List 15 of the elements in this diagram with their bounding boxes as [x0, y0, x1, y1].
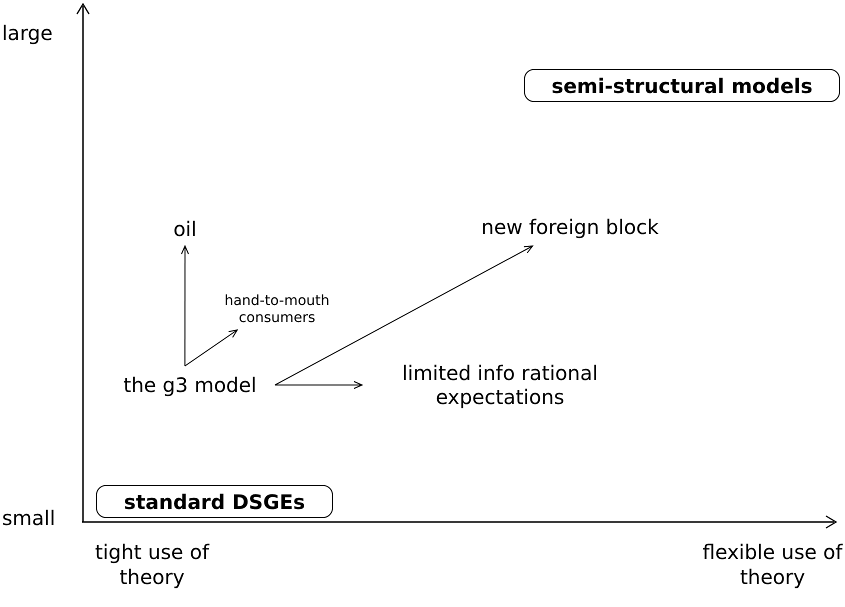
model-label: limited info rational expectations	[362, 356, 638, 414]
model-box: semi-structural models	[524, 69, 840, 102]
model-label: new foreign block	[460, 208, 680, 246]
arrow	[181, 246, 189, 366]
arrow	[274, 381, 362, 389]
arrow	[184, 330, 238, 366]
model-label: oil	[165, 212, 205, 246]
model-label: the g3 model	[105, 366, 275, 404]
model-box: standard DSGEs	[96, 485, 333, 518]
axis-label: flexible use of theory	[702, 540, 844, 590]
arrow	[274, 246, 534, 386]
axis-label: tight use of theory	[94, 540, 210, 590]
axis-label: small	[2, 506, 56, 531]
axis-label: large	[2, 21, 54, 46]
model-label: hand-to-mouth consumers	[206, 290, 348, 330]
